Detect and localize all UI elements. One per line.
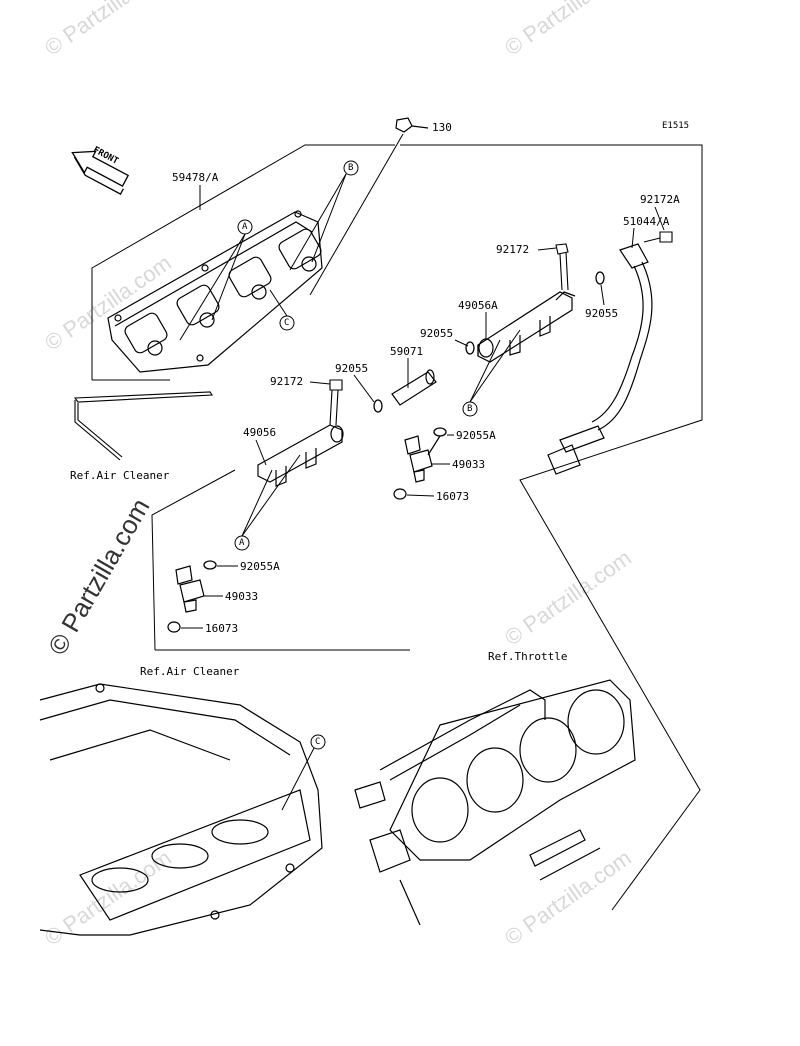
air-cleaner-housing-icon (39, 683, 323, 936)
bolt-92172a-icon (643, 231, 673, 243)
part-label-49056[interactable]: 49056 (243, 426, 277, 439)
part-label-49033-r[interactable]: 49033 (452, 458, 486, 471)
joint-pipe-59071-icon (391, 369, 437, 406)
group-outline-left (151, 469, 236, 651)
injector-49033-r-icon (404, 435, 441, 483)
o-ring-92055-r-icon (595, 271, 605, 285)
callout-letter-c-bottom: C (315, 737, 321, 747)
part-label-92172a[interactable]: 92172A (640, 193, 680, 206)
part-label-49033-l[interactable]: 49033 (225, 590, 259, 603)
part-label-92055a-l[interactable]: 92055A (240, 560, 280, 573)
callout-letter-a-top: A (242, 222, 248, 232)
ref-air-cleaner-top: Ref.Air Cleaner (70, 469, 170, 482)
part-label-92055a-r[interactable]: 92055A (456, 429, 496, 442)
fuel-hose-51044-icon (547, 243, 653, 475)
callout-b-mid (462, 329, 521, 417)
o-ring-92055-m-icon (465, 341, 475, 355)
part-label-49056a[interactable]: 49056A (458, 299, 498, 312)
injector-49033-l-icon (175, 565, 205, 613)
part-label-59478[interactable]: 59478/A (172, 171, 219, 184)
o-ring-92055-l-icon (373, 399, 383, 413)
ref-air-cleaner-bottom: Ref.Air Cleaner (140, 665, 240, 678)
callout-letter-b-top: B (348, 163, 354, 173)
callout-a-top (179, 219, 253, 341)
part-label-16073-l[interactable]: 16073 (205, 622, 239, 635)
bolt-92172-left-icon (329, 379, 343, 426)
grommet-16073-l-icon (167, 621, 181, 633)
callout-letter-a-mid: A (239, 538, 245, 548)
callout-letter-b-mid: B (467, 404, 473, 414)
part-label-92055-r[interactable]: 92055 (585, 307, 619, 320)
callout-a-mid (234, 454, 301, 551)
grommet-16073-r-icon (393, 488, 407, 500)
group-outline-top (91, 144, 395, 380)
callout-c-top (269, 289, 295, 331)
part-label-51044[interactable]: 51044/A (623, 215, 670, 228)
part-label-130[interactable]: 130 (432, 121, 452, 134)
ref-throttle: Ref.Throttle (488, 650, 568, 663)
part-label-92172-left[interactable]: 92172 (270, 375, 304, 388)
part-label-92055-m[interactable]: 92055 (420, 327, 454, 340)
throttle-body-icon (354, 679, 636, 926)
bolt-130-icon (395, 117, 429, 133)
cover-59478-icon (107, 210, 323, 373)
o-ring-92055a-l-icon (203, 560, 217, 570)
part-label-92172-top[interactable]: 92172 (496, 243, 530, 256)
part-label-92055-l[interactable]: 92055 (335, 362, 369, 375)
callout-b-top (289, 160, 359, 271)
callout-c-bottom (281, 734, 326, 811)
diagram-code: E1515 (662, 121, 690, 131)
callout-letter-c-top: C (284, 318, 290, 328)
part-label-16073-r[interactable]: 16073 (436, 490, 470, 503)
air-cleaner-gasket-icon (73, 391, 213, 461)
group-outline-right (400, 144, 703, 911)
bolt-92172-top-icon (555, 243, 569, 291)
front-arrow-icon (71, 150, 130, 195)
part-label-59071[interactable]: 59071 (390, 345, 424, 358)
